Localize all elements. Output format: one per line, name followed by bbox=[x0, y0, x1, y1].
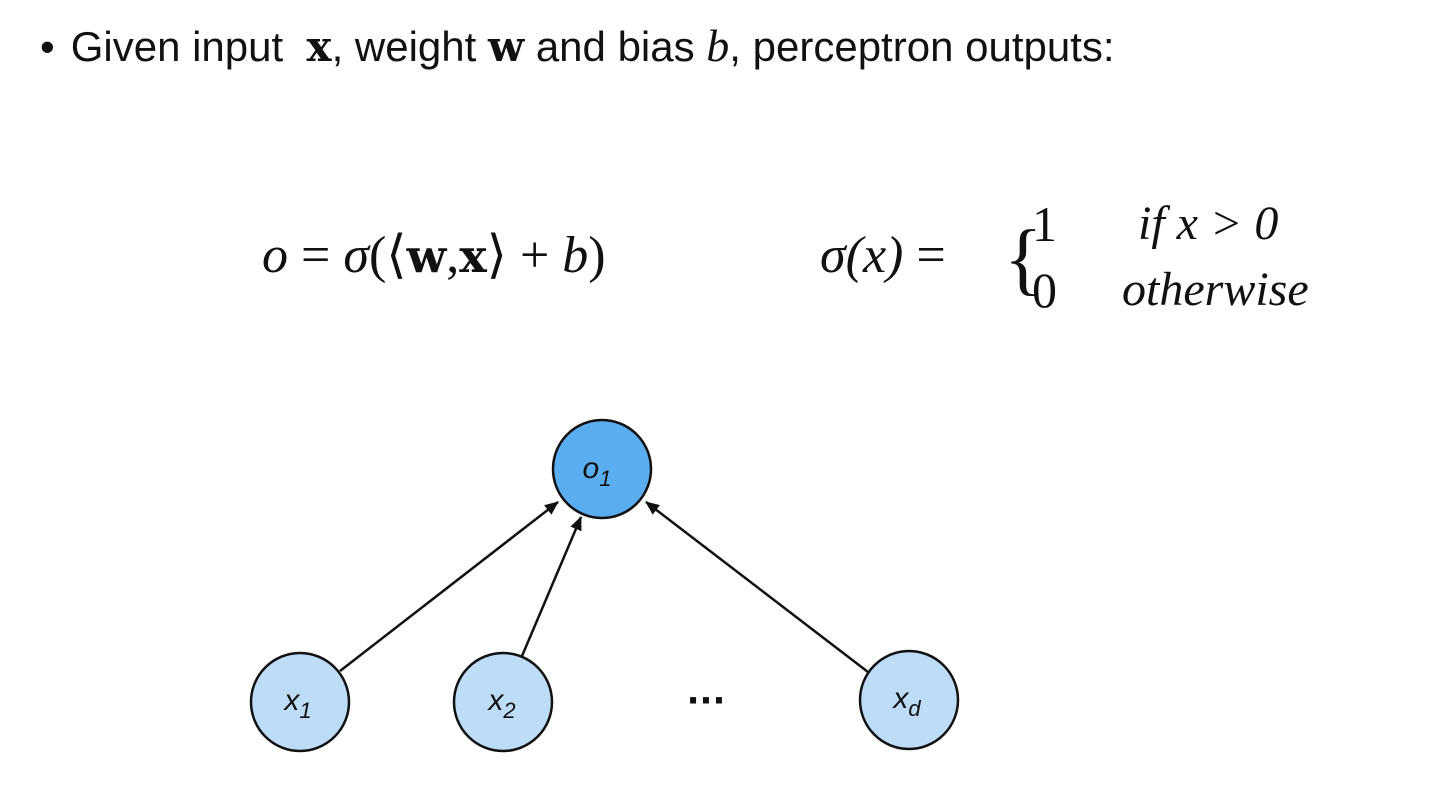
edge-x2-o1 bbox=[520, 516, 583, 657]
formula-x: x bbox=[459, 229, 487, 283]
bullet-sentence: • Given input x, weight w and bias b, per… bbox=[40, 14, 1115, 79]
case2-value: 0 bbox=[1032, 262, 1057, 318]
bullet-mid1: , weight bbox=[331, 23, 477, 70]
svg-text:xd: xd bbox=[891, 682, 921, 721]
activation-arg: (x) bbox=[845, 227, 904, 284]
input-node-xd: xd bbox=[858, 649, 960, 751]
input1-var: x bbox=[282, 684, 300, 717]
input2-var: x bbox=[486, 684, 504, 717]
b-symbol: b bbox=[706, 20, 730, 71]
input-node-x1: x1 bbox=[249, 651, 351, 753]
svg-text:o1: o1 bbox=[583, 452, 612, 491]
case1-value: 1 bbox=[1032, 196, 1057, 252]
formula-close: ) bbox=[588, 227, 606, 284]
formula-open: (⟨ bbox=[368, 227, 407, 284]
output-node-o1: o1 bbox=[551, 418, 653, 520]
ellipsis: ··· bbox=[687, 681, 726, 721]
input2-sub: 2 bbox=[502, 698, 515, 723]
case1-condition: if x > 0 bbox=[1138, 197, 1279, 250]
formula-lhs: o bbox=[262, 227, 288, 284]
activation-lhs: σ(x) = bbox=[820, 226, 946, 286]
activation-eq: = bbox=[916, 227, 946, 284]
input-node-x2: x2 bbox=[452, 651, 554, 753]
inputd-sub: d bbox=[908, 696, 921, 721]
bullet-suffix: , perceptron outputs: bbox=[729, 23, 1115, 70]
x-symbol: x bbox=[306, 22, 332, 71]
edge-x1-o1 bbox=[339, 501, 559, 672]
bullet-mid2: and bias bbox=[535, 23, 695, 70]
output-var: o bbox=[583, 452, 600, 485]
svg-text:x1: x1 bbox=[282, 684, 311, 723]
formula-eq: = bbox=[301, 227, 331, 284]
formula-comma: , bbox=[446, 227, 460, 284]
output-sub: 1 bbox=[599, 466, 611, 491]
formula-b: b bbox=[562, 227, 589, 284]
activation-brace: { bbox=[1004, 215, 1043, 303]
bullet-dot: • bbox=[40, 23, 55, 70]
edge-xd-o1 bbox=[645, 501, 869, 673]
activation-sigma: σ bbox=[820, 227, 846, 284]
formula-w: w bbox=[406, 229, 447, 283]
formula-close-angle: ⟩ bbox=[486, 227, 507, 284]
case2-condition: otherwise bbox=[1122, 263, 1309, 316]
svg-text:x2: x2 bbox=[486, 684, 515, 723]
inputd-var: x bbox=[891, 682, 909, 715]
formula-plus: + bbox=[519, 227, 550, 284]
formula-sigma: σ bbox=[343, 227, 369, 284]
input1-sub: 1 bbox=[299, 698, 311, 723]
perceptron-formula: o = σ(⟨w,x⟩ + b) bbox=[262, 226, 606, 286]
w-symbol: w bbox=[488, 22, 525, 71]
bullet-prefix: Given input bbox=[70, 23, 284, 70]
